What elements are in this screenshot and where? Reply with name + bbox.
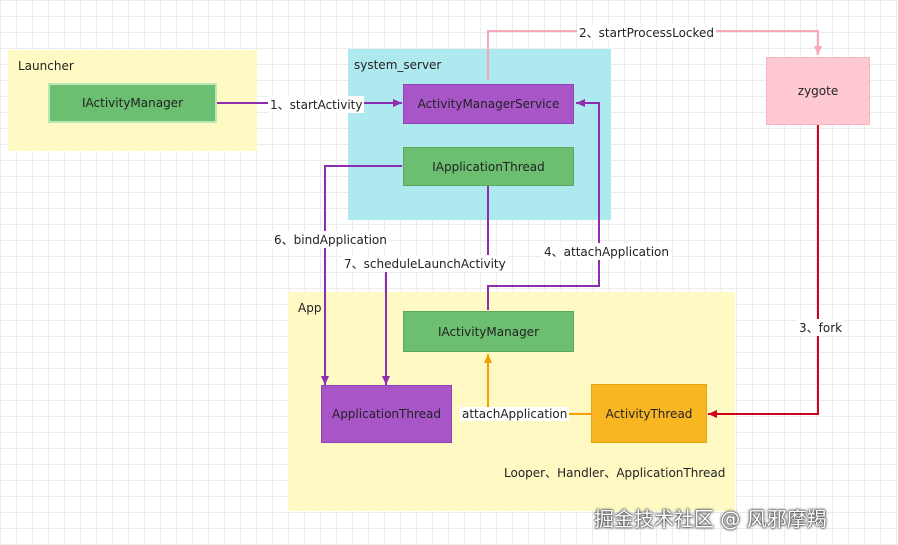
start-process-label: 2、startProcessLocked — [577, 24, 717, 41]
edge-fork — [708, 125, 819, 418]
activitythread-node: ActivityThread — [591, 384, 707, 443]
fork-label: 3、fork — [797, 319, 845, 336]
edge-bind-app — [321, 165, 402, 385]
launcher-region-label: Launcher — [18, 59, 74, 73]
schedule-launch-label: 7、scheduleLaunchActivity — [342, 255, 508, 272]
edge-schedule-launch — [382, 186, 489, 385]
bind-app-label: 6、bindApplication — [272, 231, 389, 248]
launcher-iactivitymanager-label: IActivityManager — [81, 96, 183, 110]
zygote-node: zygote — [766, 57, 870, 125]
start-activity-label: 1、startActivity — [268, 96, 365, 113]
activitythread-annotation: Looper、Handler、ApplicationThread — [504, 466, 726, 480]
activity-manager-service-label: ActivityManagerService — [417, 97, 560, 111]
app-iactivitymanager-label: IActivityManager — [437, 324, 539, 339]
launcher-iactivitymanager-node: IActivityManager — [48, 83, 217, 123]
attach-app-4-label: 4、attachApplication — [542, 243, 672, 260]
activity-manager-service-node: ActivityManagerService — [403, 84, 574, 124]
app-iactivitymanager-node: IActivityManager — [403, 311, 574, 352]
iapplicationthread-node: IApplicationThread — [403, 147, 574, 186]
attach-app-label: attachApplication — [460, 407, 570, 421]
applicationthread-label: ApplicationThread — [331, 407, 441, 421]
app-region-label: App — [298, 301, 322, 315]
activitythread-label: ActivityThread — [605, 406, 693, 421]
system-server-region-label: system_server — [354, 58, 442, 72]
iapplicationthread-label: IApplicationThread — [432, 159, 545, 174]
zygote-label: zygote — [797, 84, 839, 98]
applicationthread-node: ApplicationThread — [321, 385, 452, 443]
edge-attach-app — [484, 354, 591, 415]
edge-attach-app-4 — [487, 99, 600, 310]
watermark: 掘金技术社区 @ 风邪摩羯 — [594, 507, 827, 531]
system-server-region: system_server — [348, 49, 611, 220]
